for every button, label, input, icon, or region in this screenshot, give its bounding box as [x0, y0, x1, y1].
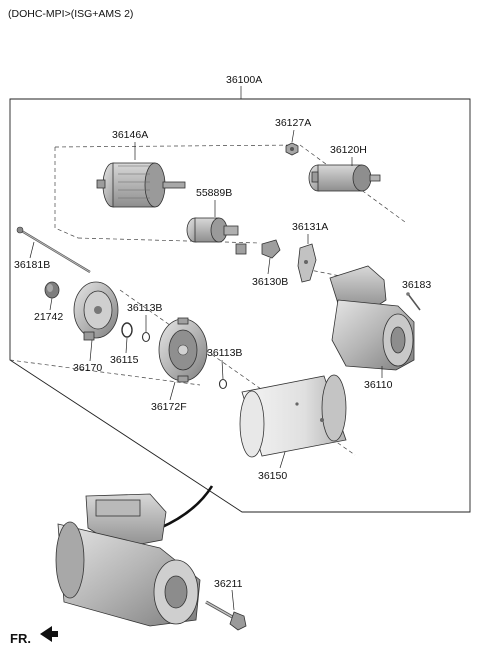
label-36120H: 36120H	[330, 144, 367, 156]
through-bolt-36181B	[16, 226, 91, 273]
label-36172F: 36172F	[151, 401, 187, 413]
plate-36130B	[261, 239, 281, 259]
label-21742: 21742	[34, 311, 63, 323]
label-36115: 36115	[110, 354, 139, 366]
leader-36127A	[291, 129, 295, 143]
leader-36113B-lower	[221, 359, 224, 380]
label-36183: 36183	[402, 279, 431, 291]
washer-36113B-upper	[141, 331, 151, 343]
solenoid-36120H	[308, 164, 381, 192]
washer-36113B-lower	[218, 378, 228, 390]
label-36181B: 36181B	[14, 259, 50, 271]
leader-36172F	[169, 381, 176, 401]
leader-36150	[279, 451, 286, 469]
label-36150: 36150	[258, 470, 287, 482]
label-55889B: 55889B	[196, 187, 232, 199]
lever-36131A	[297, 243, 317, 283]
label-36100A: 36100A	[226, 74, 262, 86]
label-36113B-upper: 36113B	[127, 302, 162, 314]
leader-36181B	[29, 241, 35, 259]
leader-21742	[49, 297, 53, 311]
seal-ring-36115	[121, 322, 133, 338]
dash-guide-mid	[77, 237, 261, 244]
cap-21742	[44, 281, 60, 299]
front-arrow-icon	[40, 626, 58, 642]
front-direction-label: FR.	[10, 631, 31, 646]
dash-guide-left	[54, 147, 79, 239]
armature-36146A	[96, 162, 186, 208]
dash-guide-lower	[9, 359, 201, 386]
label-36130B: 36130B	[252, 276, 288, 288]
dash-guide-top	[54, 144, 301, 148]
callout-curve	[159, 485, 214, 530]
mounting-bolt-36211	[205, 600, 247, 631]
label-36110: 36110	[364, 379, 393, 391]
label-36170: 36170	[73, 362, 102, 374]
front-housing-36110	[329, 265, 415, 371]
rear-bracket-36170	[73, 281, 119, 341]
label-36146A: 36146A	[112, 129, 148, 141]
leader-36115	[125, 337, 128, 354]
assembly-outline	[9, 98, 471, 513]
leader-36130B	[267, 257, 271, 275]
leader-36170	[89, 339, 93, 362]
label-36211: 36211	[214, 578, 243, 590]
leader-36211	[231, 589, 235, 611]
screw-36183	[406, 292, 421, 311]
nut-36127A	[285, 142, 299, 156]
starter-assembly-installed	[55, 493, 201, 627]
yoke-36150	[239, 374, 347, 458]
variant-header: (DOHC-MPI>(ISG+AMS 2)	[8, 8, 133, 20]
label-36113B-lower: 36113B	[207, 347, 242, 359]
label-36131A: 36131A	[292, 221, 328, 233]
brush-holder-36172F	[158, 317, 208, 383]
label-36127A: 36127A	[275, 117, 311, 129]
drive-55889B	[186, 217, 247, 255]
